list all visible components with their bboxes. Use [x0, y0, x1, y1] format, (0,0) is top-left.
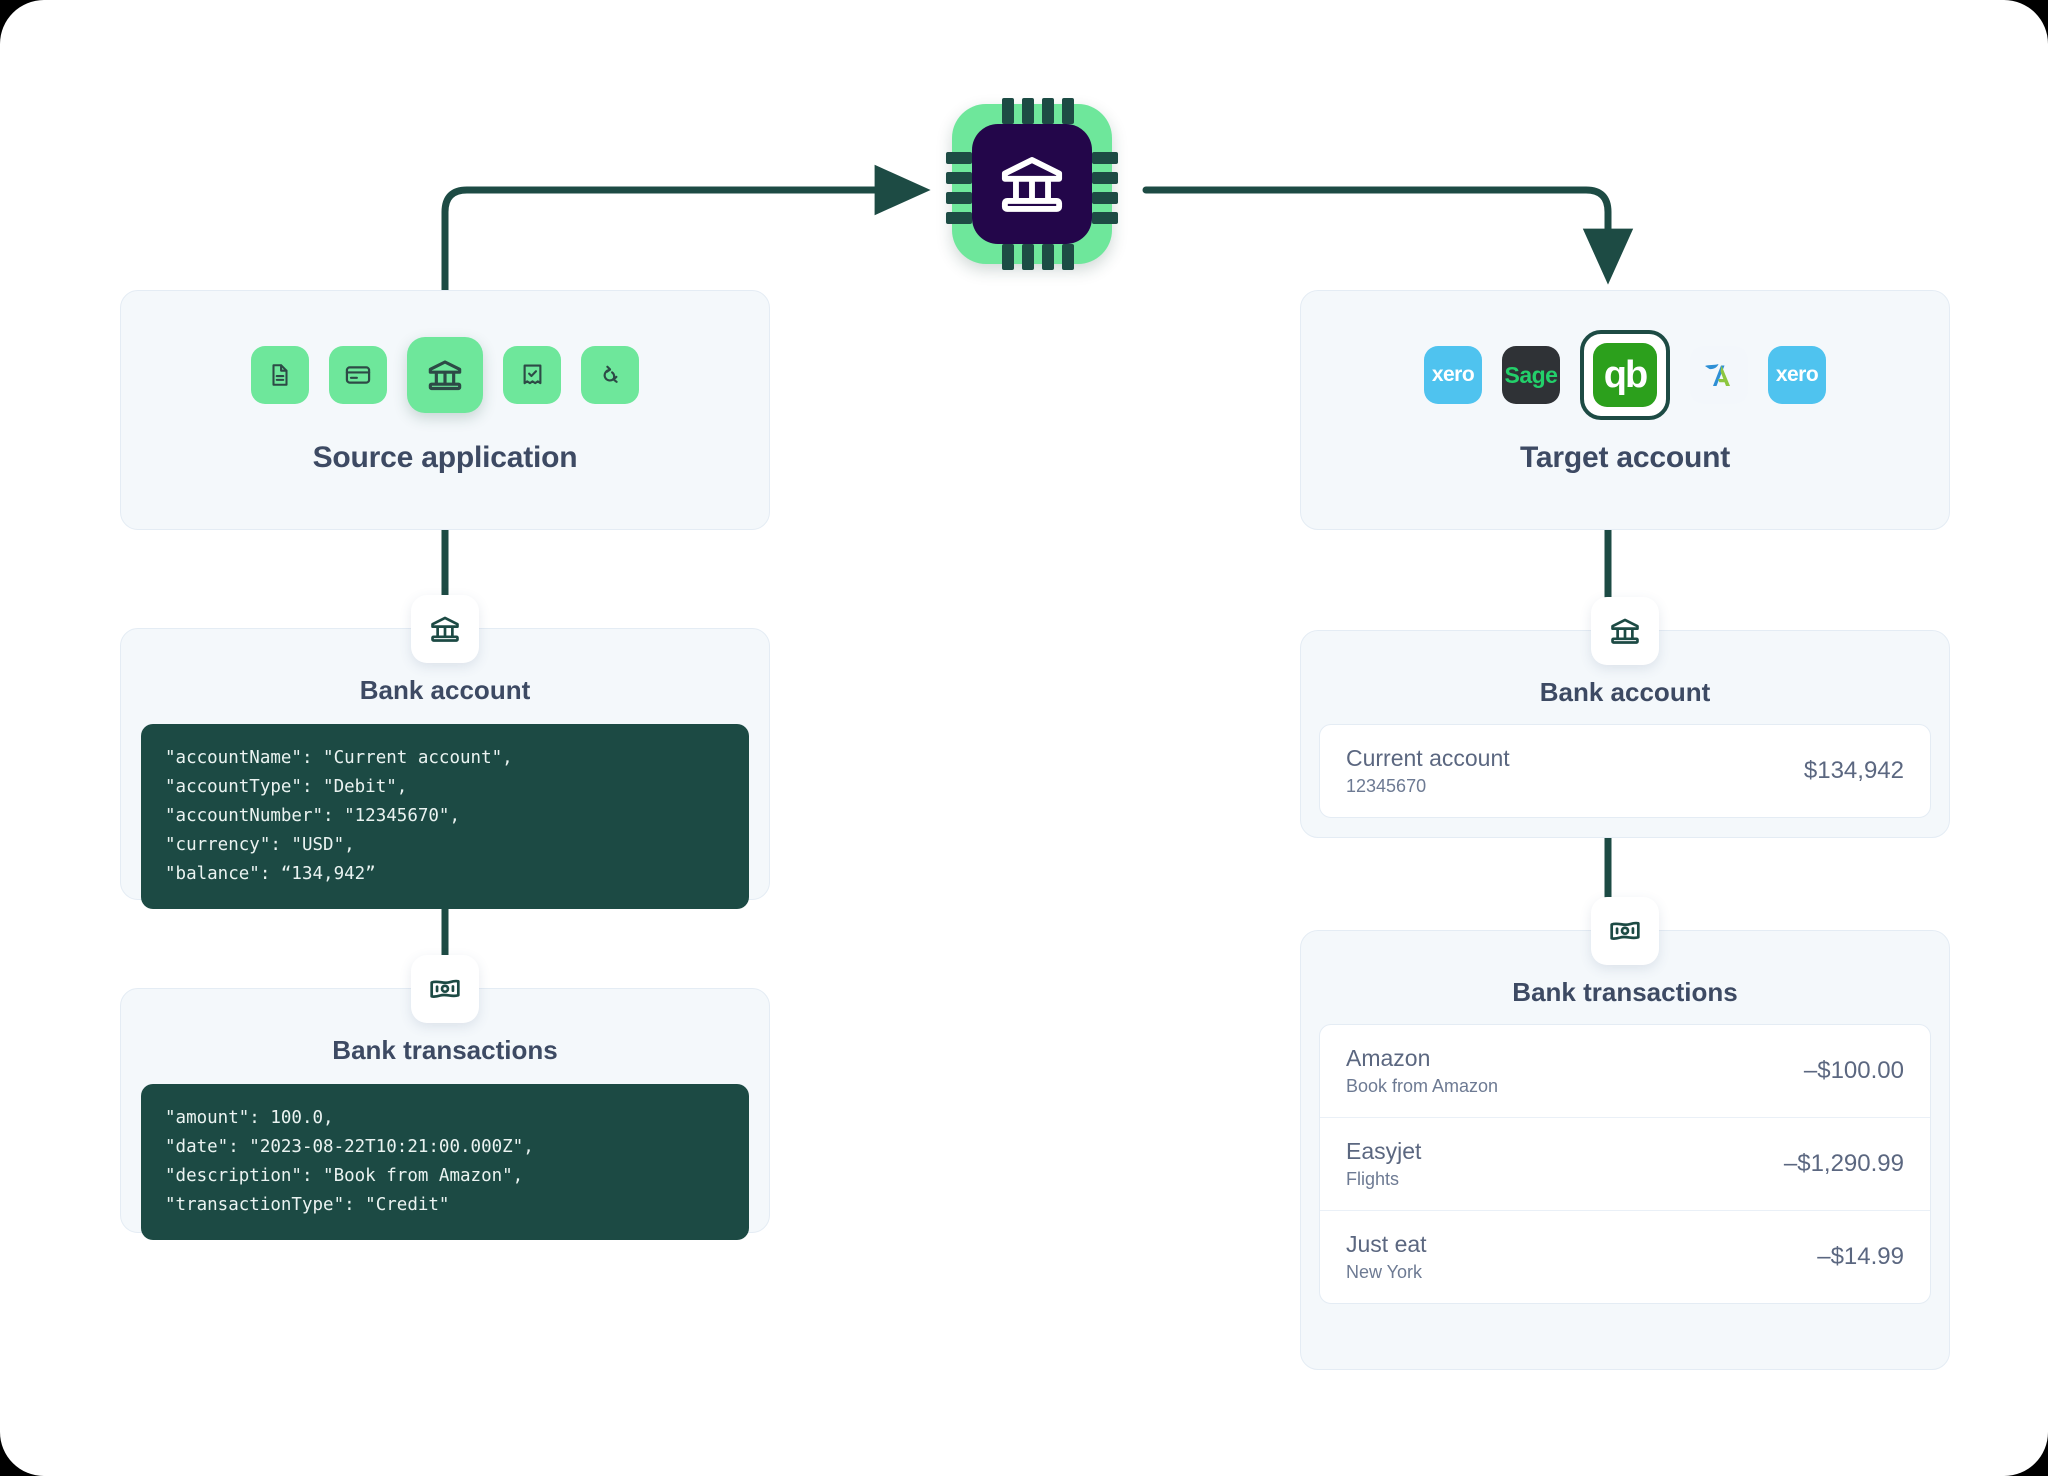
chip-pin	[1062, 244, 1074, 270]
wire-source-to-chip	[441, 164, 931, 294]
transaction-description: New York	[1346, 1262, 1423, 1282]
bank-icon-tile[interactable]	[407, 337, 483, 413]
quickbooks-logo-label: qb	[1603, 354, 1648, 396]
receipt-check-icon-tile[interactable]	[503, 346, 561, 404]
source-bank-transactions-section: Bank transactions "amount": 100.0, "date…	[120, 955, 770, 1240]
xero-logo-label: xero	[1775, 363, 1819, 386]
credit-card-icon-tile[interactable]	[329, 346, 387, 404]
table-row[interactable]: Amazon Book from Amazon –$100.00	[1320, 1025, 1930, 1118]
target-bank-account-section: Bank account Current account 12345670 $1…	[1300, 597, 1950, 838]
quickbooks-logo-tile-selected[interactable]: qb	[1580, 330, 1670, 420]
sync-refresh-icon	[597, 362, 624, 389]
source-bank-account-section: Bank account "accountName": "Current acc…	[120, 595, 770, 909]
freeagent-logo-tile[interactable]	[1690, 346, 1748, 404]
chip-pin	[946, 192, 972, 204]
bank-transactions-json: "amount": 100.0, "date": "2023-08-22T10:…	[141, 1084, 749, 1240]
table-row[interactable]: Easyjet Flights –$1,290.99	[1320, 1118, 1930, 1211]
bank-icon	[425, 355, 465, 395]
bank-icon-badge	[411, 595, 479, 663]
transaction-name: Just eat	[1346, 1231, 1427, 1257]
chip-pin	[1022, 244, 1034, 270]
bank-transactions-list: Amazon Book from Amazon –$100.00 Easyjet…	[1319, 1024, 1931, 1304]
wire-chip-to-target	[1142, 186, 1634, 285]
bank-icon	[1001, 157, 1063, 212]
target-logo-row: xero Sage qb	[1301, 330, 1949, 420]
chip-pin	[1092, 192, 1118, 204]
chip-pin	[1062, 98, 1074, 124]
sync-refresh-icon-tile[interactable]	[581, 346, 639, 404]
banknote-icon	[1610, 921, 1640, 940]
bank-account-list: Current account 12345670 $134,942	[1319, 724, 1931, 818]
target-bank-transactions-section: Bank transactions Amazon Book from Amazo…	[1300, 897, 1950, 1370]
xero-logo-tile[interactable]: xero	[1768, 346, 1826, 404]
chip-pin	[946, 172, 972, 184]
bank-icon	[431, 616, 459, 642]
document-icon	[267, 362, 293, 388]
section-title: Bank account	[1539, 677, 1711, 707]
target-account-panel: xero Sage qb	[1300, 290, 1950, 530]
chip-pin	[1042, 244, 1054, 270]
credit-card-icon	[344, 361, 372, 389]
bank-icon	[1611, 618, 1639, 644]
chip-pin	[946, 212, 972, 224]
transaction-description: Book from Amazon	[1346, 1076, 1499, 1096]
sage-logo-tile[interactable]: Sage	[1502, 346, 1560, 404]
freeagent-logo	[1699, 355, 1739, 395]
receipt-check-icon	[519, 362, 546, 389]
bank-account-json: "accountName": "Current account", "accou…	[141, 724, 749, 909]
section-title: Bank transactions	[332, 1035, 558, 1065]
xero-logo-tile[interactable]: xero	[1424, 346, 1482, 404]
transaction-amount: –$100.00	[1803, 1057, 1904, 1084]
transaction-amount: –$14.99	[1817, 1243, 1904, 1270]
transaction-description: Flights	[1346, 1169, 1400, 1189]
account-number: 12345670	[1346, 776, 1427, 796]
bank-chip-node	[944, 96, 1120, 272]
quickbooks-logo-tile: qb	[1593, 343, 1657, 407]
xero-logo-label: xero	[1431, 363, 1475, 386]
transaction-name: Easyjet	[1346, 1138, 1422, 1164]
transaction-amount: –$1,290.99	[1783, 1150, 1904, 1177]
transaction-name: Amazon	[1346, 1045, 1431, 1071]
banknote-icon-badge	[411, 955, 479, 1023]
chip-pin	[1042, 98, 1054, 124]
account-balance: $134,942	[1803, 757, 1904, 784]
source-panel-title: Source application	[312, 441, 578, 474]
source-application-panel: Source application	[120, 290, 770, 530]
section-title: Bank transactions	[1512, 977, 1738, 1007]
table-row[interactable]: Just eat New York –$14.99	[1320, 1211, 1930, 1303]
chip-pin	[1092, 212, 1118, 224]
source-icon-row	[121, 335, 769, 415]
chip-pin	[1092, 172, 1118, 184]
chip-pin	[1022, 98, 1034, 124]
sage-logo-label: Sage	[1504, 361, 1558, 388]
target-panel-title: Target account	[1519, 441, 1730, 474]
banknote-icon	[430, 979, 460, 998]
chip-pin	[1092, 152, 1118, 164]
section-title: Bank account	[359, 675, 531, 705]
banknote-icon-badge	[1591, 897, 1659, 965]
chip-pin	[1002, 244, 1014, 270]
chip-pin	[1002, 98, 1014, 124]
bank-icon-badge	[1591, 597, 1659, 665]
document-icon-tile[interactable]	[251, 346, 309, 404]
account-name: Current account	[1346, 745, 1510, 771]
list-item[interactable]: Current account 12345670 $134,942	[1320, 725, 1930, 817]
chip-pin	[946, 152, 972, 164]
chip-core	[972, 124, 1092, 244]
